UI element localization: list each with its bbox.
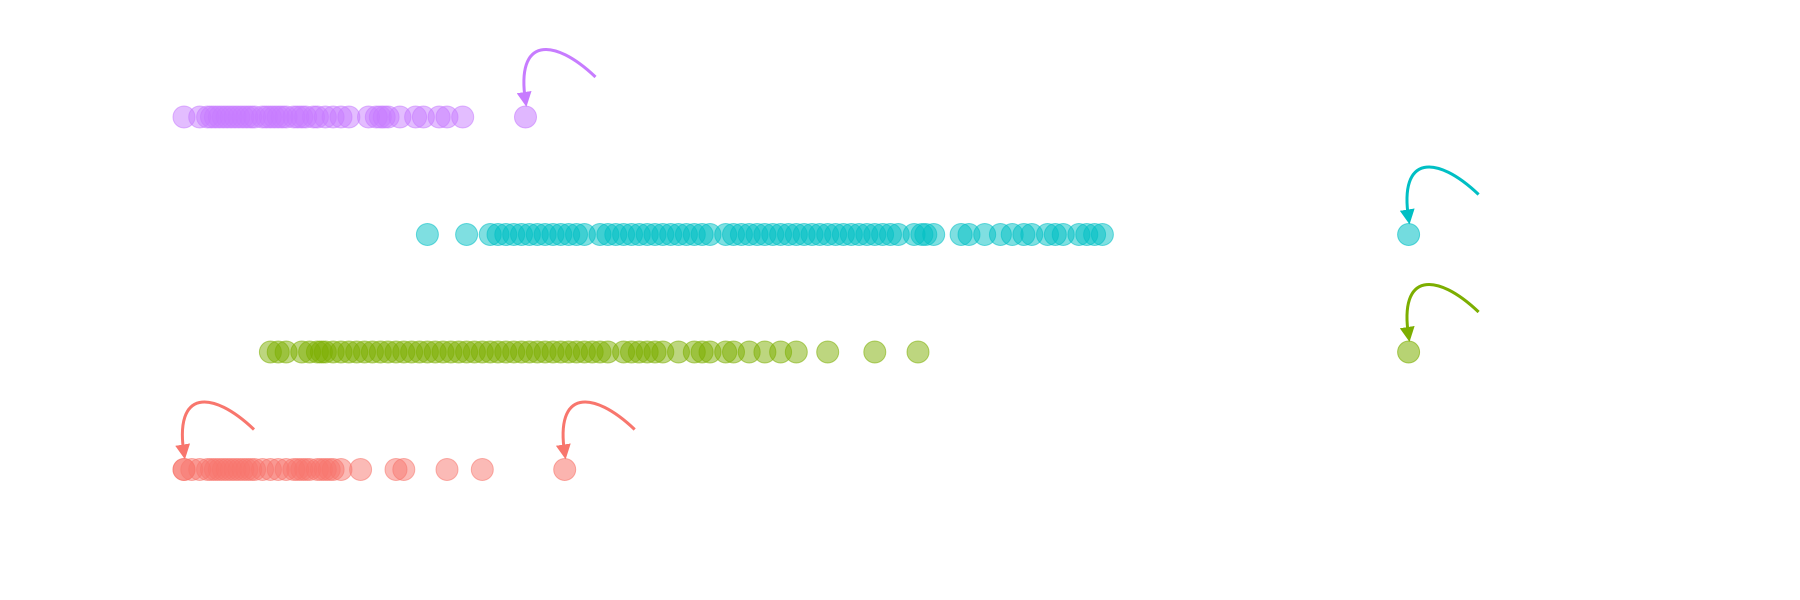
data-point [784,340,808,364]
series-3 [258,283,1480,364]
annotation-arrow [1399,165,1480,225]
data-point [337,105,361,129]
annotation-arrow [1399,283,1480,342]
data-point [922,223,946,246]
highlighted-point [514,105,537,129]
data-point [415,223,439,246]
data-point [451,105,475,129]
data-point [470,458,494,481]
data-point [1090,223,1114,246]
data-point [906,340,930,364]
data-point [863,340,887,364]
data-point [392,458,416,481]
highlighted-point [1397,223,1421,246]
series-4 [172,400,636,481]
chart-marks [172,48,1480,481]
data-point [816,340,840,364]
data-point [455,223,479,246]
highlighted-point [172,458,196,481]
highlighted-point [553,458,577,481]
highlighted-point [1397,340,1421,364]
series-1 [172,48,597,129]
annotation-arrow [555,400,636,460]
data-point [435,458,459,481]
data-point [349,458,373,481]
annotation-arrow [516,48,597,107]
series-2 [415,165,1480,246]
annotation-arrow [175,400,256,460]
data-point [329,458,353,481]
